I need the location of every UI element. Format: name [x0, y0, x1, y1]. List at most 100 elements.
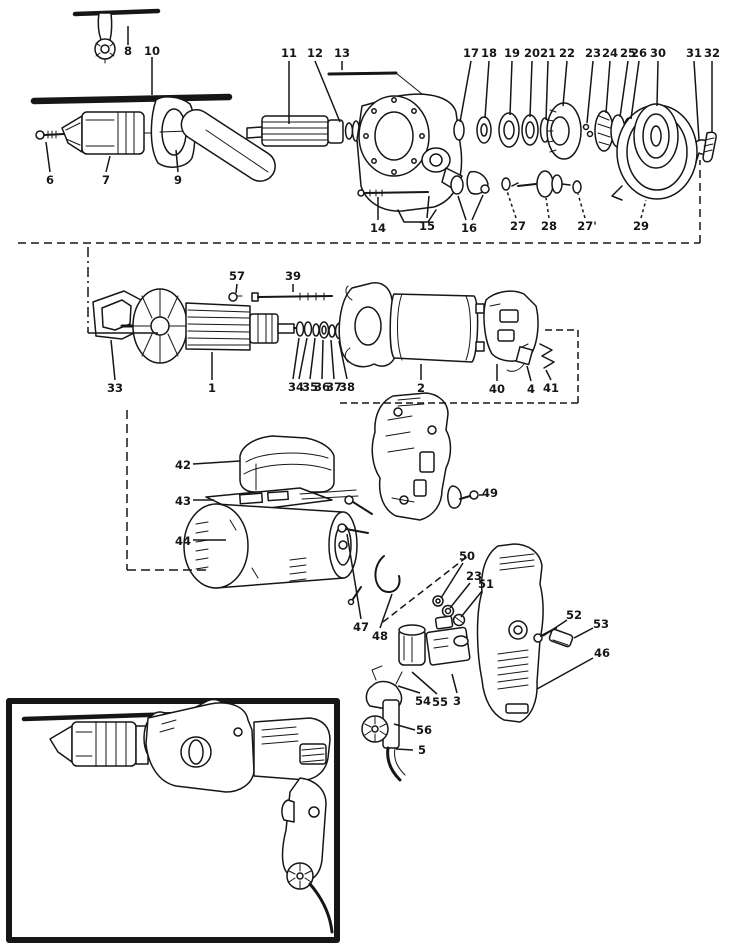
- callout-label-29: 29: [633, 219, 649, 233]
- callout-label-43: 43: [175, 494, 191, 508]
- callout-label-27: 27: [510, 219, 526, 233]
- middle-motor-row: [92, 282, 555, 372]
- part-side-handle-grip: [180, 108, 276, 182]
- callout-leader: [314, 60, 341, 123]
- callout-label-36: 36: [314, 380, 330, 394]
- callout-leader: [545, 60, 549, 121]
- part-washer-train: [453, 112, 551, 148]
- part-right-housing-half: [476, 543, 544, 723]
- part-clutch-balls: [582, 123, 594, 138]
- callout-label-46: 46: [594, 646, 610, 660]
- callout-label-23: 23: [585, 46, 601, 60]
- callout-label-20: 20: [524, 46, 540, 60]
- callout-leader: [451, 673, 458, 694]
- callout-label-21: 21: [540, 46, 556, 60]
- callout-label-28: 28: [541, 219, 557, 233]
- callout-leader: [393, 723, 416, 731]
- part-brush: [506, 345, 534, 372]
- callout-leader: [330, 339, 335, 380]
- callout-label-50: 50: [459, 549, 475, 563]
- callout-label-6: 6: [46, 173, 54, 187]
- part-wire-clip: [374, 555, 401, 594]
- callout-leader: [506, 190, 517, 219]
- callout-leader: [175, 149, 179, 173]
- callout-label-16: 16: [461, 221, 477, 235]
- callout-label-27-prime: 27': [577, 219, 597, 233]
- part-hammer-drum: [633, 103, 679, 169]
- callout-leader: [45, 141, 51, 173]
- callout-leader: [484, 60, 490, 119]
- part-power-cord: [386, 746, 406, 782]
- callout-leader: [309, 337, 316, 380]
- inset-gear-housing: [145, 702, 255, 793]
- top-exploded-row: [30, 8, 717, 223]
- callout-label-2: 2: [417, 381, 425, 395]
- part-armature: [120, 288, 307, 364]
- callout-leader: [471, 194, 484, 221]
- part-main-gear: [546, 102, 582, 160]
- callout-leader: [321, 339, 324, 380]
- callout-label-8: 8: [124, 44, 132, 58]
- part-latch-and-screw: [447, 485, 479, 509]
- inset-cord: [286, 862, 334, 934]
- part-gearcase-screw: [357, 189, 429, 197]
- part-spindle: [246, 115, 344, 147]
- callout-label-44: 44: [175, 534, 191, 548]
- callout-label-51: 51: [478, 577, 494, 591]
- callout-leader: [640, 199, 647, 219]
- callout-leader: [235, 283, 238, 294]
- callout-leader: [509, 60, 513, 116]
- callout-leader: [395, 748, 414, 751]
- inset-motor-body: [253, 717, 331, 781]
- guide-line: [382, 555, 469, 623]
- callout-leader: [457, 195, 467, 221]
- callout-label-9: 9: [174, 173, 182, 187]
- part-motor-housing: [183, 503, 358, 589]
- callout-leader: [630, 60, 640, 120]
- callout-label-26: 26: [631, 46, 647, 60]
- callout-label-48: 48: [372, 629, 388, 643]
- callout-label-4: 4: [527, 382, 535, 396]
- callout-label-42: 42: [175, 458, 191, 472]
- part-cord-protector: [361, 665, 403, 749]
- callout-label-38: 38: [339, 380, 355, 394]
- callout-label-56: 56: [416, 723, 432, 737]
- callout-label-18: 18: [481, 46, 497, 60]
- callout-label-5: 5: [418, 743, 426, 757]
- callout-label-25: 25: [620, 46, 636, 60]
- callout-leader: [105, 155, 111, 173]
- callout-leader: [529, 60, 533, 118]
- part-spring: [702, 131, 717, 163]
- callout-label-10: 10: [144, 44, 160, 58]
- callout-label-7: 7: [102, 173, 110, 187]
- callout-leader: [605, 60, 611, 114]
- callout-label-40: 40: [489, 382, 505, 396]
- part-brush-spring: [539, 343, 555, 369]
- callout-leader: [460, 590, 483, 618]
- callout-leader: [440, 562, 464, 599]
- callout-leader: [292, 337, 300, 380]
- callout-label-41: 41: [543, 381, 559, 395]
- callout-label-15: 15: [419, 219, 435, 233]
- callout-leader: [379, 593, 393, 629]
- callout-label-39: 39: [285, 269, 301, 283]
- part-housing-screws: [337, 495, 373, 606]
- callout-label-32: 32: [704, 46, 720, 60]
- callout-leader: [411, 671, 438, 695]
- callout-leader: [449, 582, 471, 609]
- callout-leader: [536, 657, 594, 690]
- part-side-handle-rod: [30, 93, 233, 105]
- part-second-gear-shaft: [501, 170, 582, 198]
- callout-label-22: 22: [559, 46, 575, 60]
- part-chuck: [61, 111, 155, 155]
- part-gearcase: [356, 93, 463, 223]
- callout-label-17: 17: [463, 46, 479, 60]
- callout-label-55: 55: [432, 695, 448, 709]
- callout-leader: [338, 340, 348, 380]
- callout-leader: [656, 60, 659, 107]
- part-housing-screw-long: [251, 292, 333, 302]
- part-bearing-bracket: [338, 282, 397, 368]
- callout-leader: [693, 60, 700, 141]
